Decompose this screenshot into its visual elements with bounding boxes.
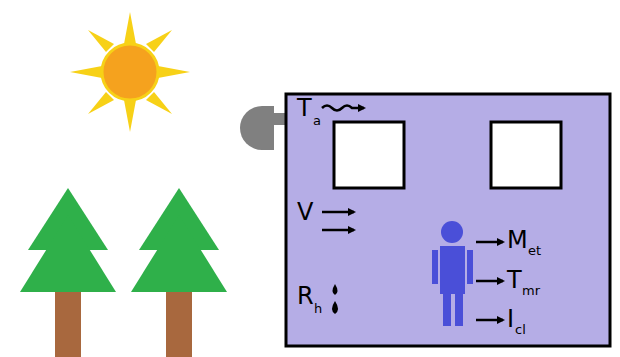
variable-symbol: R bbox=[297, 284, 314, 308]
sun bbox=[70, 12, 190, 132]
variable-subscript: mr bbox=[522, 284, 540, 297]
heat-arrow bbox=[322, 106, 364, 111]
variable-symbol: M bbox=[507, 228, 528, 252]
room bbox=[286, 94, 610, 346]
variable-symbol: T bbox=[507, 268, 522, 292]
wind-arrow bbox=[322, 229, 354, 232]
variable-subscript: cl bbox=[515, 323, 526, 336]
trees bbox=[20, 188, 227, 357]
droplets bbox=[332, 284, 338, 314]
variable-subscript: h bbox=[314, 302, 322, 315]
variable-symbol: I bbox=[507, 307, 514, 331]
window bbox=[334, 122, 404, 188]
person bbox=[432, 221, 473, 326]
variable-subscript: et bbox=[528, 244, 541, 257]
variable-symbol: T bbox=[297, 96, 312, 120]
variable-subscript: a bbox=[313, 114, 321, 127]
window bbox=[491, 122, 561, 188]
output-arrow bbox=[476, 319, 503, 322]
wind-arrow bbox=[322, 211, 354, 214]
output-arrow bbox=[476, 280, 503, 283]
variable-symbol: V bbox=[297, 200, 313, 224]
output-arrow bbox=[476, 241, 503, 244]
fan bbox=[240, 106, 286, 150]
